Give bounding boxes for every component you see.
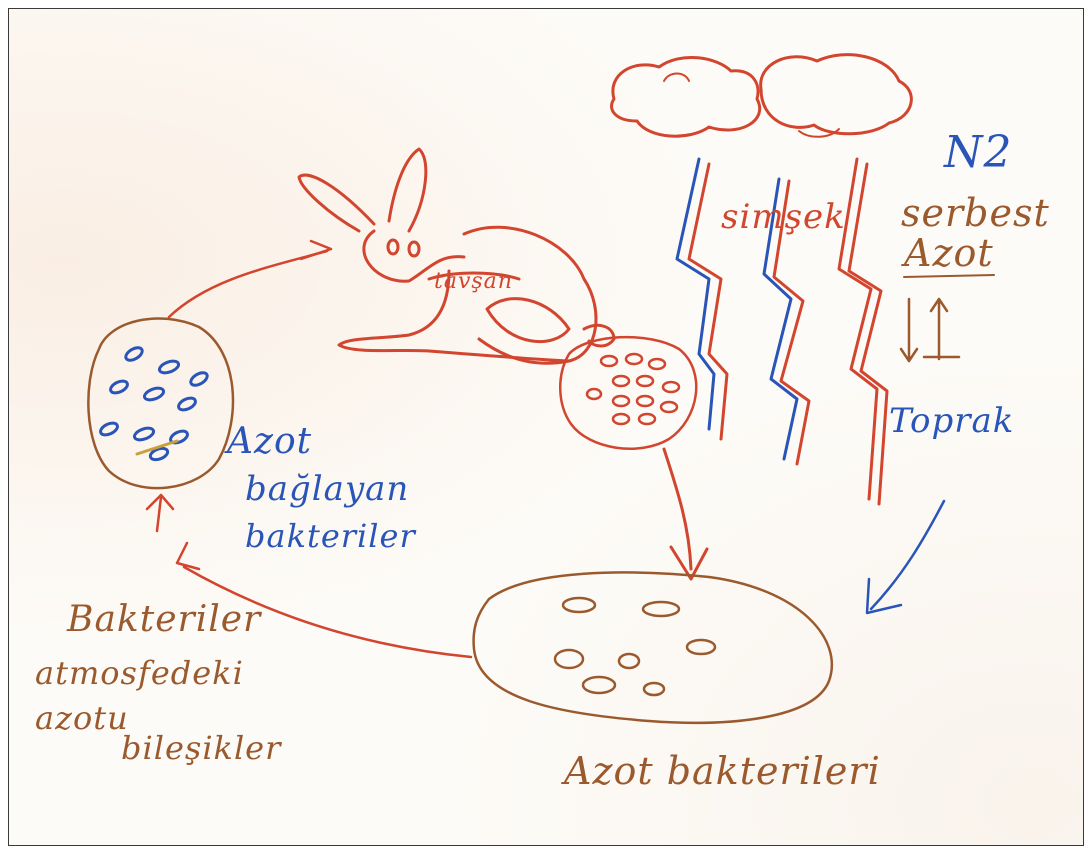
rabbit-icon [299, 149, 614, 363]
azot-bakterileri-label: Azot bakterileri [564, 749, 881, 793]
up-down-arrow-icon [901, 299, 959, 361]
up-arrow-icon [147, 495, 173, 531]
azot-free-label: Azot [904, 231, 994, 275]
azot-baglayan-line2: bağlayan [245, 469, 409, 509]
arrow-down [664, 449, 707, 579]
fixing-bacteria-circle [88, 318, 233, 488]
drawing-sheet: N2 serbest Azot simşek tavşan Toprak Azo… [8, 8, 1084, 846]
bakteriler-note-line2: atmosfedeki [35, 654, 244, 692]
soil-arrow [867, 501, 944, 613]
toprak-label: Toprak [889, 401, 1014, 441]
bakteriler-note-line3: azotu [35, 699, 129, 737]
tavsan-label: tavşan [434, 269, 513, 294]
simsek-label: simşek [721, 197, 846, 237]
cloud-icon [612, 55, 912, 137]
n2-label: N2 [944, 127, 1013, 178]
bakteriler-note-line1: Bakteriler [67, 599, 261, 640]
serbest-label: serbest [901, 191, 1050, 235]
azot-baglayan-line1: Azot [227, 421, 312, 462]
azot-bacteria-ellipse [474, 572, 832, 722]
azot-baglayan-line3: bakteriler [245, 517, 416, 555]
bakteriler-note-line4: bileşikler [121, 729, 281, 767]
underline [904, 275, 994, 277]
arrow-to-rabbit [169, 241, 331, 317]
